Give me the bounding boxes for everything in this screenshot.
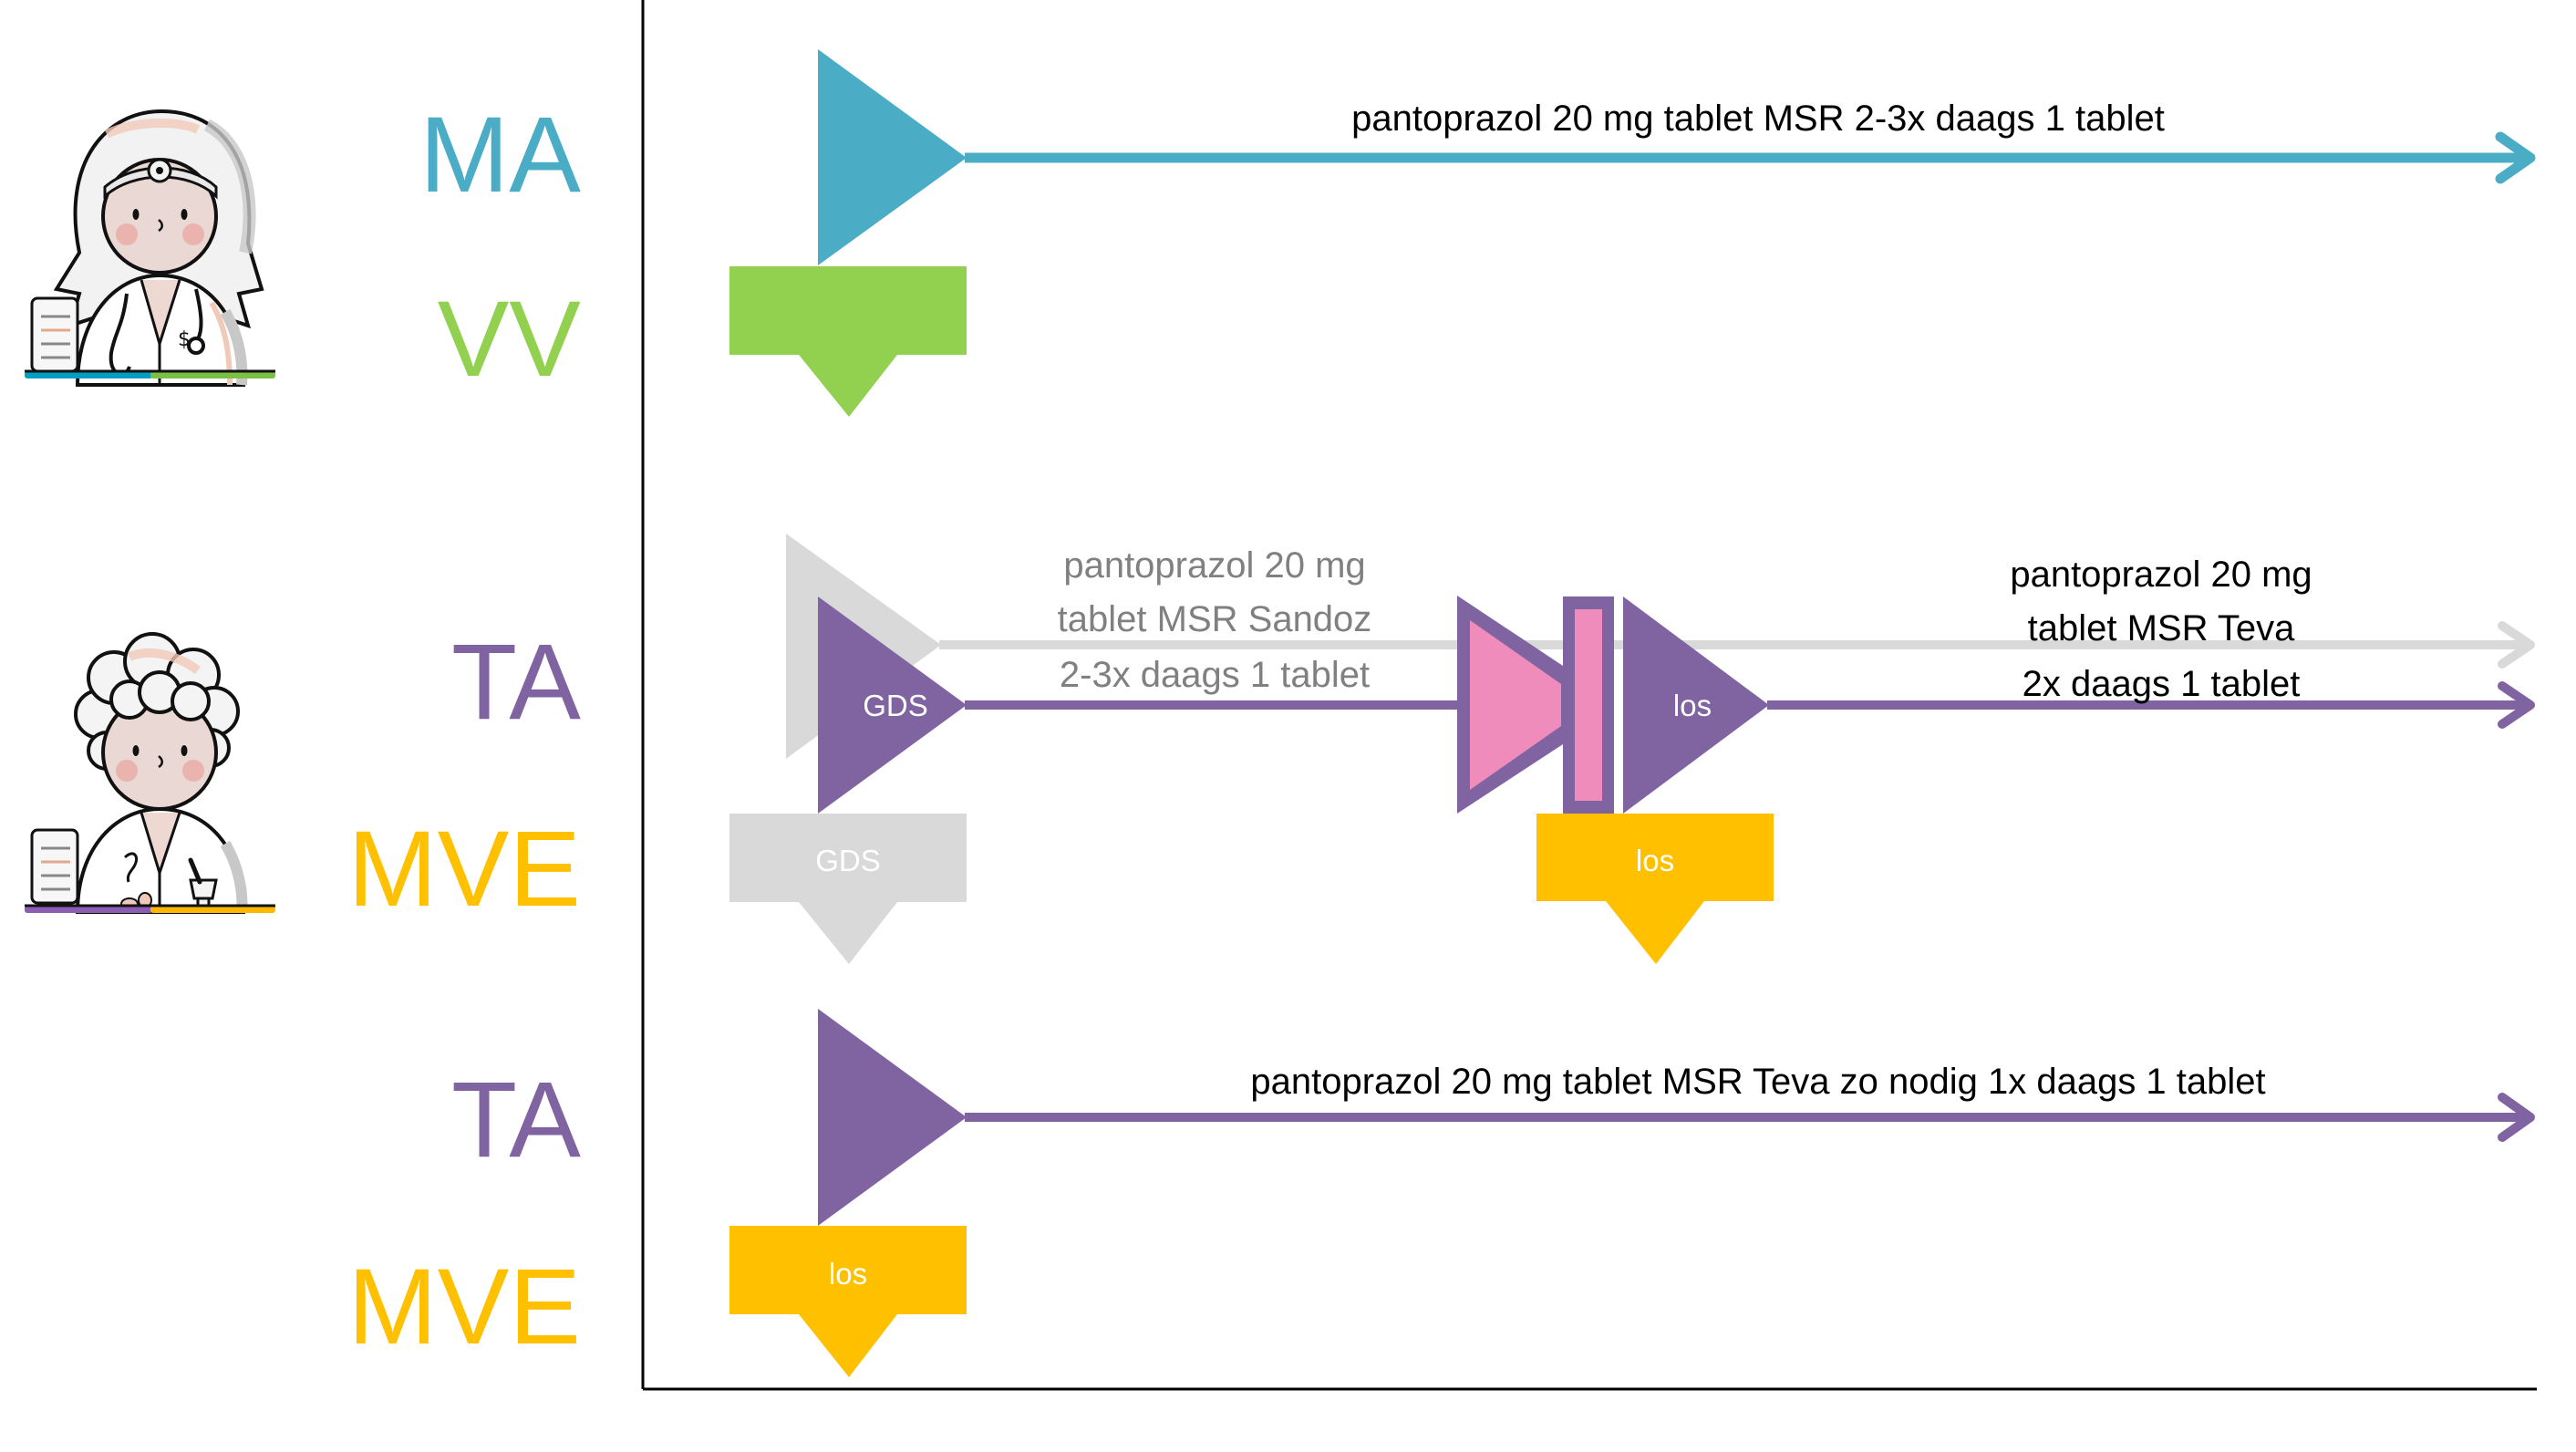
row-dispense-change: pantoprazol 20 mg tablet MSR Sandoz 2-3x…: [729, 534, 2535, 964]
start-triangle-gds: [818, 596, 967, 814]
los-marker-label: los: [1673, 689, 1712, 722]
role-label-vv: VV: [438, 279, 582, 399]
dispense-marker-los: [729, 1226, 967, 1377]
medication-label-line-2: tablet MSR Teva: [2028, 608, 2295, 648]
administration-marker: [729, 266, 967, 417]
inactive-medication-label-line-1: pantoprazol 20 mg: [1063, 545, 1365, 586]
medication-label-line-1: pantoprazol 20 mg: [2010, 555, 2312, 595]
arrowhead-icon: [2498, 621, 2535, 669]
row-as-needed: pantoprazol 20 mg tablet MSR Teva zo nod…: [729, 1009, 2535, 1377]
svg-text:$: $: [178, 328, 191, 351]
medication-label: pantoprazol 20 mg tablet MSR Teva zo nod…: [1250, 1062, 2265, 1102]
dispense-marker-los-label: los: [1636, 844, 1674, 877]
medication-label: pantoprazol 20 mg tablet MSR 2-3x daags …: [1351, 99, 2165, 139]
dispense-marker-gds: [729, 814, 967, 964]
role-label-ta: TA: [451, 1060, 581, 1180]
start-triangle-los: [1623, 596, 1769, 814]
arrowhead-icon: [2498, 1093, 2535, 1142]
role-label-mve: MVE: [347, 809, 581, 929]
arrowhead-icon: [2498, 681, 2535, 729]
inactive-medication-label-line-2: tablet MSR Sandoz: [1058, 599, 1372, 639]
medication-label-line-3: 2x daags 1 tablet: [2023, 664, 2301, 704]
gds-marker-label: GDS: [863, 689, 928, 722]
start-triangle: [818, 1009, 967, 1226]
dispense-marker-gds-label: GDS: [815, 844, 881, 877]
inactive-medication-label-line-3: 2-3x daags 1 tablet: [1060, 655, 1370, 695]
role-label-ta: TA: [451, 622, 581, 742]
start-triangle: [818, 49, 967, 265]
dispense-marker-los-label: los: [829, 1257, 867, 1291]
role-label-ma: MA: [419, 95, 581, 215]
row-prescription: pantoprazol 20 mg tablet MSR 2-3x daags …: [729, 49, 2536, 417]
arrowhead-icon: [2495, 131, 2536, 184]
pharmacist-icon: [25, 632, 275, 914]
doctor-icon: $: [25, 109, 275, 387]
role-label-mve: MVE: [347, 1247, 581, 1367]
dispense-marker-los: [1536, 814, 1774, 964]
stop-symbol-icon: [1457, 596, 1614, 814]
